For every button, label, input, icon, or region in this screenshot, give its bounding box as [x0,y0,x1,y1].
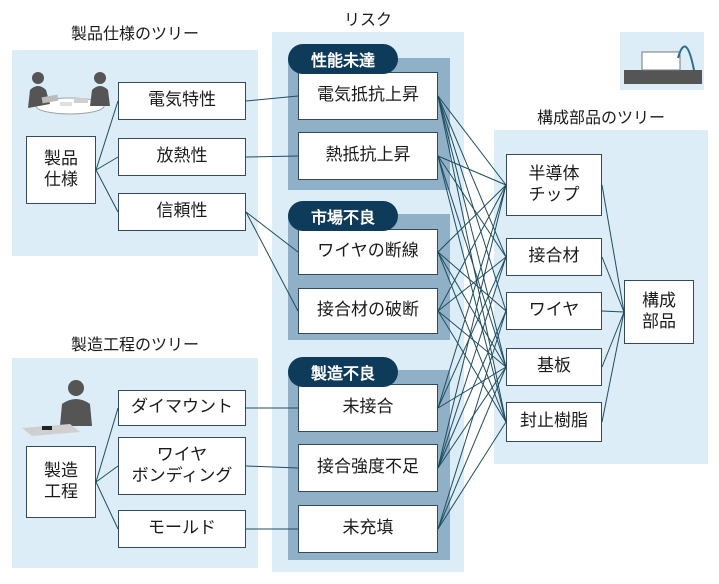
risk-item-unbonded: 未接合 [298,384,438,432]
risk-group-label-market-failure: 市場不良 [288,201,398,231]
risk-group-label-manufacturing-defect: 製造不良 [288,357,398,387]
component-item-wire: ワイヤ [506,292,602,330]
meeting-icon [28,72,110,115]
spec-root-node: 製品 仕様 [26,136,96,204]
engineer-icon [22,380,92,436]
risk-item-insufficient-bond-strength: 接合強度不足 [298,444,438,492]
process-item-mold: モールド [118,510,246,548]
component-item-semiconductor-chip: 半導体 チップ [506,154,602,216]
component-item-encapsulant: 封止樹脂 [506,402,602,442]
process-root-node: 製造 工程 [26,446,96,518]
spec-tree-caption: 製品仕様のツリー [70,24,199,43]
risk-item-unfilled: 未充填 [298,505,438,553]
risk-item-bond-material-fracture: 接合材の破断 [298,288,438,334]
risk-caption: リスク [343,10,392,29]
risk-item-electrical-resistance-rise: 電気抵抗上昇 [298,72,438,120]
spec-item-heat-dissipation: 放熱性 [118,138,246,176]
spec-item-reliability: 信頼性 [118,193,246,231]
process-item-wire-bonding: ワイヤ ボンディング [118,437,246,495]
risk-item-wire-break: ワイヤの断線 [298,229,438,275]
component-tree-caption: 構成部品のツリー [536,108,665,127]
process-item-die-mount: ダイマウント [118,390,246,426]
component-root-node: 構成 部品 [624,280,694,344]
spec-item-electrical: 電気特性 [118,82,246,120]
process-tree-caption: 製造工程のツリー [70,335,199,354]
component-item-bond-material: 接合材 [506,238,602,276]
risk-item-thermal-resistance-rise: 熱抵抗上昇 [298,132,438,180]
chip-package-icon [620,32,704,90]
risk-group-label-performance: 性能未達 [288,44,398,74]
component-item-substrate: 基板 [506,348,602,386]
